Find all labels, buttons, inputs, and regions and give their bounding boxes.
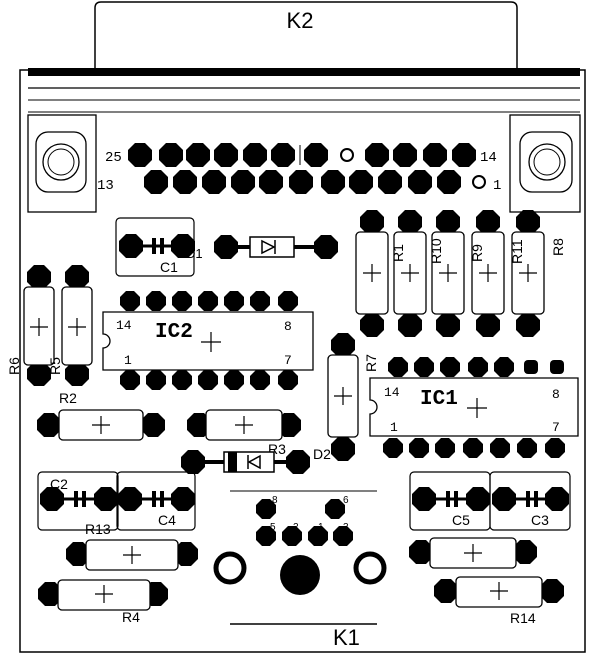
resistor-r14: R14 (434, 576, 564, 626)
resistor-r6: R6 (6, 265, 55, 386)
k2-connector: K2 (94, 1, 518, 70)
c1-label: C1 (160, 259, 178, 275)
d1-label: D1 (186, 246, 203, 261)
diode-d1: D1 (186, 235, 338, 261)
capacitor-c2: C2 (37, 471, 119, 531)
r13-label: R13 (85, 521, 111, 537)
resistor-r13: R13 (66, 521, 198, 571)
ic1-pin-1: 1 (390, 420, 398, 435)
k1-pin-5: 5 (270, 522, 276, 533)
ic2-pin-14: 14 (116, 318, 132, 333)
c5-label: C5 (452, 512, 470, 528)
mount-right (509, 114, 581, 213)
k2-pin-14: 14 (480, 150, 497, 166)
ic1-pin-7: 7 (552, 420, 560, 435)
r1-label: R1 (390, 244, 406, 262)
ic2-pin-1: 1 (124, 353, 132, 368)
r10-label: R10 (428, 238, 444, 264)
ic2-label: IC2 (155, 321, 193, 344)
ic2-pin-7: 7 (284, 353, 292, 368)
k1-pin-8: 8 (272, 495, 278, 506)
k1-label: K1 (333, 625, 360, 650)
k1-pin-2: 2 (293, 522, 299, 533)
mount-left (27, 114, 97, 213)
capacitor-c5: C5 (409, 471, 491, 531)
k2-pin-1: 1 (493, 178, 501, 194)
c3-label: C3 (531, 512, 549, 528)
k2-pin-13: 13 (97, 178, 114, 194)
ic2-pin-8: 8 (284, 319, 292, 334)
c2-label: C2 (50, 476, 68, 492)
resistor-r7: R7 (327, 333, 379, 461)
r6-label: R6 (6, 357, 22, 375)
k2-pin-row-top (128, 143, 476, 167)
resistor-r4: R4 (38, 579, 168, 625)
connector-flange (28, 68, 580, 76)
k2-label: K2 (287, 8, 314, 33)
capacitor-c1: C1 (115, 217, 195, 277)
r11-label: R11 (509, 239, 525, 264)
ic1-label: IC1 (420, 388, 458, 411)
ic1-pin-8: 8 (552, 387, 560, 402)
r2-label: R2 (59, 390, 77, 406)
resistor-r5: R5 (47, 265, 93, 386)
k1-connector: 8 6 5 2 1 3 K1 (213, 490, 387, 650)
resistor-r10-top (393, 210, 427, 337)
resistor-r8-top (511, 210, 545, 337)
r9-label: R9 (469, 244, 485, 262)
ic2-chip: IC2 14 8 1 7 (102, 291, 314, 390)
c4-label: C4 (158, 512, 176, 528)
r14-label: R14 (510, 610, 536, 626)
resistor-r11-top (471, 210, 505, 337)
ic1-pin-14: 14 (384, 385, 400, 400)
capacitor-c4: C4 (116, 471, 196, 531)
r7-label: R7 (363, 354, 379, 372)
diode-d2: D2 (181, 446, 331, 474)
resistor-r3: R3 (187, 409, 301, 457)
r4-label: R4 (122, 609, 140, 625)
k1-pin-1: 1 (318, 522, 324, 533)
capacitor-c3: C3 (489, 471, 571, 531)
k1-pin-6: 6 (343, 495, 349, 506)
r8-label: R8 (550, 238, 566, 256)
resistor-r-bank: R1 R10 R9 R11 R8 (355, 210, 566, 337)
k1-pin-3: 3 (343, 522, 349, 533)
resistor-r7-top (355, 210, 389, 337)
resistor-r2: R2 (37, 390, 165, 441)
r5-label: R5 (47, 357, 63, 375)
k2-pin-row-bottom (144, 170, 486, 194)
resistor-r9-top (431, 210, 465, 337)
d2-label: D2 (313, 446, 331, 462)
k2-pin-25: 25 (105, 150, 122, 166)
ic1-chip: IC1 14 8 1 7 (369, 357, 579, 458)
